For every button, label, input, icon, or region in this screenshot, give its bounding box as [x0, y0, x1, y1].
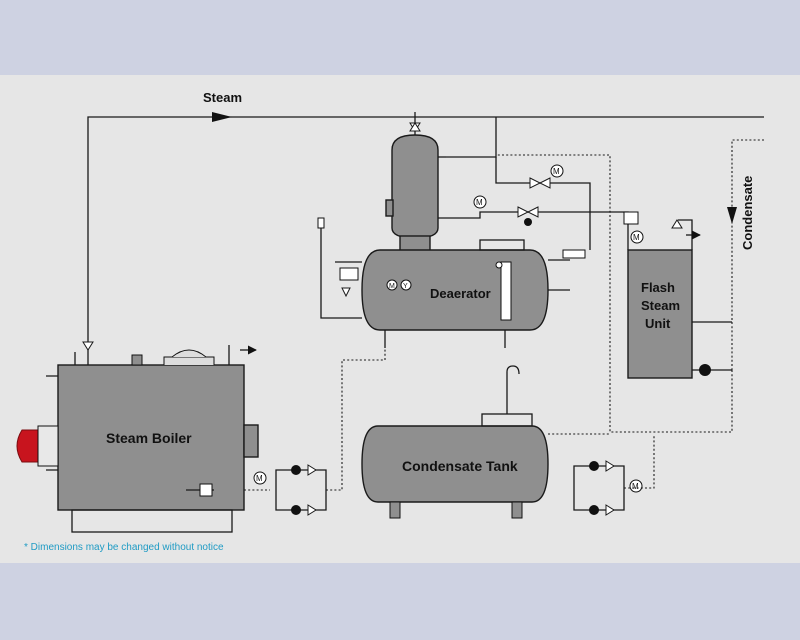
condensate-line	[496, 139, 764, 433]
feed-pump-group: M	[253, 348, 386, 516]
svg-text:M: M	[632, 482, 639, 491]
svg-text:M: M	[633, 233, 640, 242]
flash-label-1: Flash	[641, 280, 675, 295]
condensate-label: Condensate	[740, 176, 755, 250]
control-valve-line: M M	[438, 164, 639, 250]
condensate-tank	[361, 365, 610, 519]
svg-text:M: M	[553, 167, 560, 176]
condensate-pump-group: M	[573, 434, 655, 516]
deaerator-tower	[385, 112, 446, 253]
level-gauge	[317, 217, 362, 319]
steam-boiler-label: Steam Boiler	[106, 430, 192, 446]
footnote: * Dimensions may be changed without noti…	[24, 542, 224, 553]
svg-text:Y: Y	[403, 283, 408, 290]
deaerator-vessel	[361, 239, 586, 348]
deaerator-label: Deaerator	[430, 286, 491, 301]
condensate-tank-label: Condensate Tank	[402, 458, 518, 474]
steam-boiler	[16, 341, 270, 533]
flash-label-2: Steam	[641, 298, 680, 313]
svg-text:M: M	[256, 474, 263, 483]
flash-label-3: Unit	[645, 316, 671, 331]
svg-text:M: M	[389, 283, 395, 290]
svg-text:M: M	[476, 198, 483, 207]
flash-steam-unit: M	[627, 219, 732, 379]
steam-label: Steam	[203, 90, 242, 105]
deaerator-instruments: M Y	[386, 279, 412, 291]
